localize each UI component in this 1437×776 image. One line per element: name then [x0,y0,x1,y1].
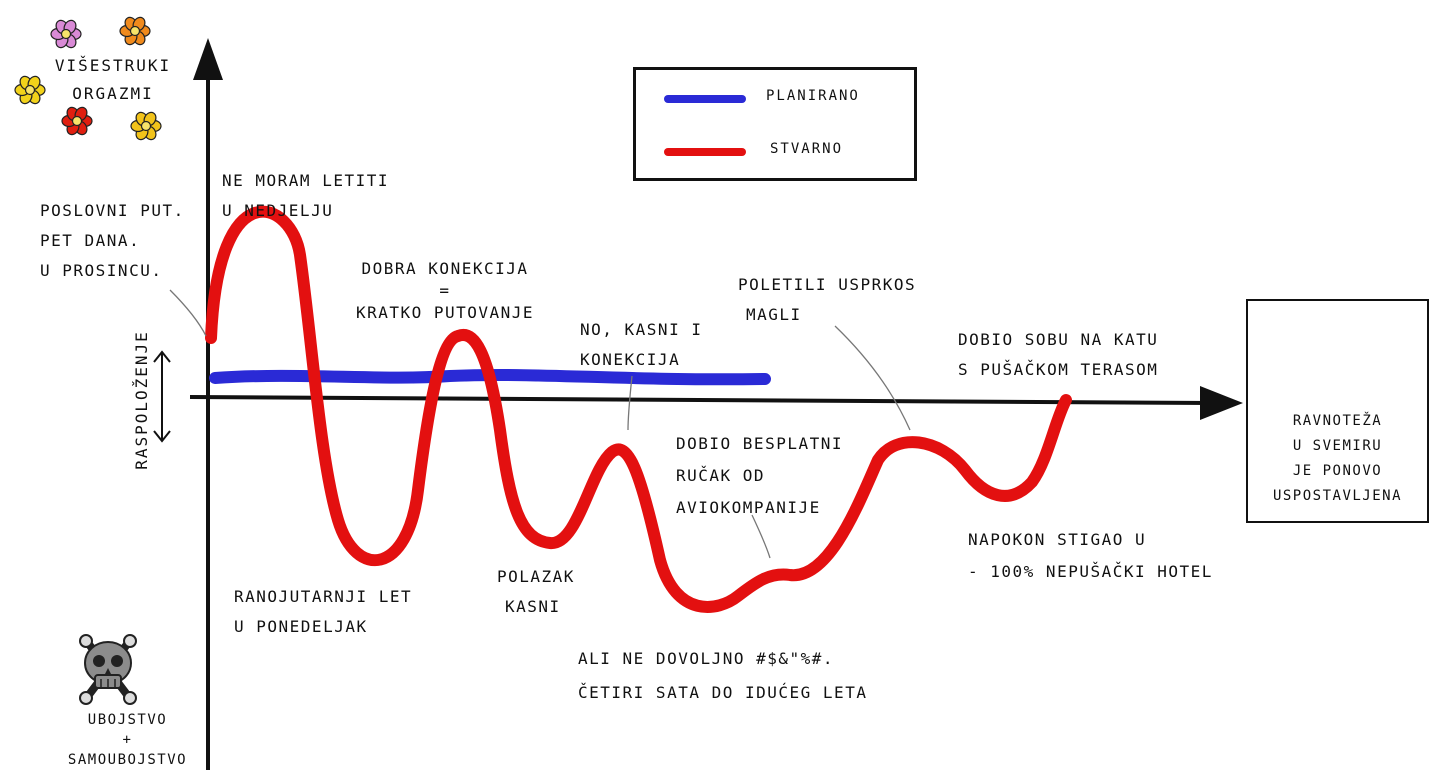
y-axis-label: RASPOLOŽENJE [132,330,151,470]
annotation-good-connection: DOBRA KONEKCIJA = KRATKO PUTOVANJE [340,258,550,324]
annotation-line: RUČAK OD [676,466,766,485]
annotation-line: - 100% NEPUŠAČKI HOTEL [968,562,1213,581]
annotation-line: KASNI [505,597,561,616]
flower [14,75,46,105]
flowers-icon [14,16,162,141]
annotation-line: DOBIO SOBU NA KATU [958,330,1159,349]
x-axis [189,395,1213,405]
annotation-free-lunch: DOBIO BESPLATNI RUČAK OD AVIOKOMPANIJE [676,428,843,524]
top-label-line2: ORGAZMI [72,84,154,103]
pointer-line-fog [834,325,911,431]
annotation-line: NAPOKON STIGAO U [968,530,1147,549]
balance-box: RAVNOTEŽA U SVEMIRU JE PONOVO USPOSTAVLJ… [1246,299,1429,523]
balance-line: RAVNOTEŽA [1292,413,1383,429]
legend: PLANIRANO STVARNO [633,67,917,181]
annotation-line: S PUŠAČKOM TERASOM [958,360,1159,379]
annotation-line: KRATKO PUTOVANJE [355,303,535,322]
bottom-label-line2: + [122,732,133,748]
annotation-no-sunday: NE MORAM LETITI U NEDJELJU [222,166,389,226]
balance-line: U SVEMIRU [1292,438,1383,454]
annotation-room-terrace: DOBIO SOBU NA KATU S PUŠAČKOM TERASOM [958,325,1158,385]
bottom-label-line1: UBOJSTVO [87,712,168,728]
annotation-line: POLETILI USPRKOS [738,275,917,294]
balance-line: USPOSTAVLJENA [1272,488,1403,504]
top-label-line1: VIŠESTRUKI [54,56,172,75]
annotation-arrived: NAPOKON STIGAO U - 100% NEPUŠAČKI HOTEL [968,524,1213,588]
annotation-line: = [439,281,451,300]
legend-planned-swatch [664,95,746,103]
skull-crossbones-icon [79,634,137,705]
bottom-label-line3: SAMOUBOJSTVO [67,752,188,768]
annotation-flew-fog: POLETILI USPRKOS MAGLI [738,270,916,330]
legend-actual-swatch [664,148,746,156]
annotation-line: KONEKCIJA [580,350,681,369]
annotation-line: U PROSINCU. [40,261,163,280]
y-axis-arrowhead [193,38,223,80]
flower [61,106,93,136]
bottom-label: UBOJSTVO + SAMOUBOJSTVO [45,710,210,770]
annotation-line: NO, KASNI I [580,320,703,339]
flower [50,19,82,49]
pointer-line-trip [169,289,207,337]
annotation-not-enough: ALI NE DOVOLJNO #$&"%#. ČETIRI SATA DO I… [578,642,867,710]
annotation-line: DOBRA KONEKCIJA [361,259,529,278]
annotation-departure-late: POLAZAK KASNI [497,562,575,622]
pointer-line-lunch [751,514,771,559]
double-arrow-icon [153,350,171,443]
legend-planned-label: PLANIRANO [766,88,860,104]
annotation-connection-late: NO, KASNI I KONEKCIJA [580,315,702,375]
annotation-line: MAGLI [746,305,802,324]
top-label: VIŠESTRUKI ORGAZMI [48,52,178,108]
annotation-line: U NEDJELJU [222,201,334,220]
annotation-line: RANOJUTARNJI LET [234,587,413,606]
annotation-line: DOBIO BESPLATNI [676,434,843,453]
annotation-line: POSLOVNI PUT. [40,201,185,220]
flower [119,16,151,46]
planned-line [209,368,771,386]
flower [130,111,162,141]
pointer-line-connection [627,375,633,431]
legend-actual-label: STVARNO [770,141,844,157]
annotation-trip: POSLOVNI PUT. PET DANA. U PROSINCU. [40,196,185,286]
annotation-line: U PONEDELJAK [234,617,368,636]
balance-line: JE PONOVO [1292,463,1383,479]
annotation-line: NE MORAM LETITI [222,171,389,190]
actual-line [205,205,1072,613]
balance-text: RAVNOTEŽA U SVEMIRU JE PONOVO USPOSTAVLJ… [1248,409,1427,509]
annotation-line: ČETIRI SATA DO IDUĆEG LETA [578,683,868,702]
annotation-line: POLAZAK [497,567,575,586]
x-axis-arrowhead [1200,386,1243,420]
annotation-line: PET DANA. [40,231,141,250]
annotation-early-flight: RANOJUTARNJI LET U PONEDELJAK [234,582,412,642]
annotation-line: AVIOKOMPANIJE [676,498,821,517]
annotation-line: ALI NE DOVOLJNO #$&"%#. [578,649,835,668]
